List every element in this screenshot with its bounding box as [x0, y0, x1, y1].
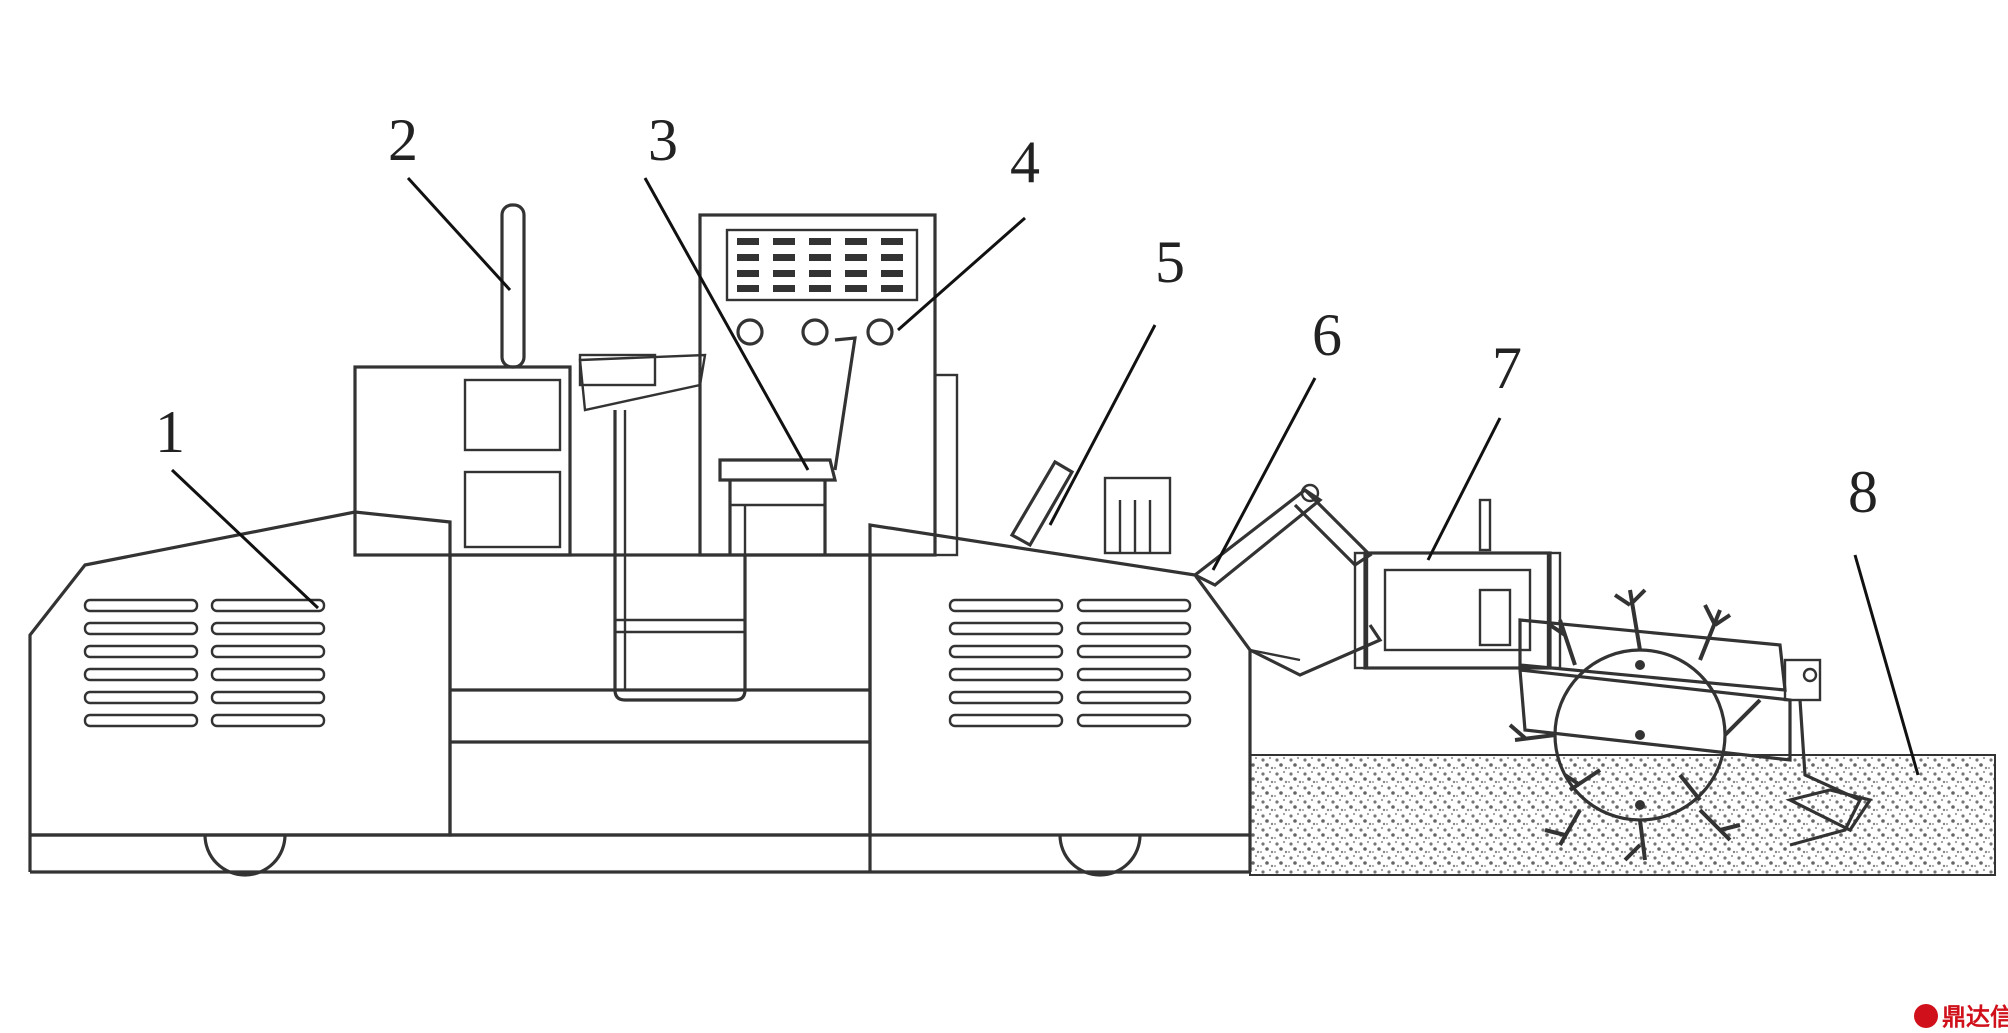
leader-line-6: [1211, 377, 1317, 571]
control-panel: [698, 213, 959, 557]
lifting-arm: [1192, 483, 1383, 677]
tank: [1103, 476, 1172, 555]
vent-slots-right: [948, 598, 1192, 728]
leader-lines: [170, 176, 1920, 776]
watermark: 鼎达信: [1914, 1003, 2008, 1031]
control-panel-grid: [737, 238, 903, 292]
leader-line-1: [170, 468, 320, 610]
exhaust-pipe: [500, 203, 526, 369]
cutter-teeth: [1508, 588, 1762, 862]
wheels: [203, 834, 1142, 877]
leader-line-4: [897, 216, 1026, 332]
watermark-text: 鼎达信: [1942, 1003, 2008, 1031]
cutter-boom: [1518, 618, 1873, 847]
engine-hood-right: [868, 523, 1252, 872]
cutter-wheel: [1508, 588, 1762, 862]
callout-6: 6: [1312, 302, 1342, 368]
ground-soil: [1249, 754, 1996, 876]
leader-line-5: [1048, 324, 1157, 526]
operator-seat: [718, 336, 857, 555]
callout-2: 2: [388, 107, 418, 173]
access-ladder: [613, 410, 747, 702]
callout-8: 8: [1848, 459, 1878, 525]
engine-hood-left: [28, 510, 452, 872]
hydraulic-cylinder: [1009, 459, 1075, 548]
callout-labels: 1 2 3 4 5 6 7 8: [155, 107, 1878, 525]
callout-3: 3: [648, 107, 678, 173]
callout-1: 1: [155, 399, 185, 465]
leader-line-7: [1426, 417, 1502, 561]
callout-7: 7: [1492, 335, 1522, 401]
leader-line-3: [643, 177, 810, 471]
gearbox-frame: [1353, 498, 1562, 670]
callout-5: 5: [1155, 229, 1185, 295]
leader-line-8: [1853, 554, 1920, 776]
watermark-logo-icon: [1914, 1004, 1938, 1028]
vent-slots-left: [83, 598, 326, 728]
leader-line-2: [406, 176, 512, 292]
cab: [353, 353, 707, 557]
callout-4: 4: [1010, 129, 1040, 195]
